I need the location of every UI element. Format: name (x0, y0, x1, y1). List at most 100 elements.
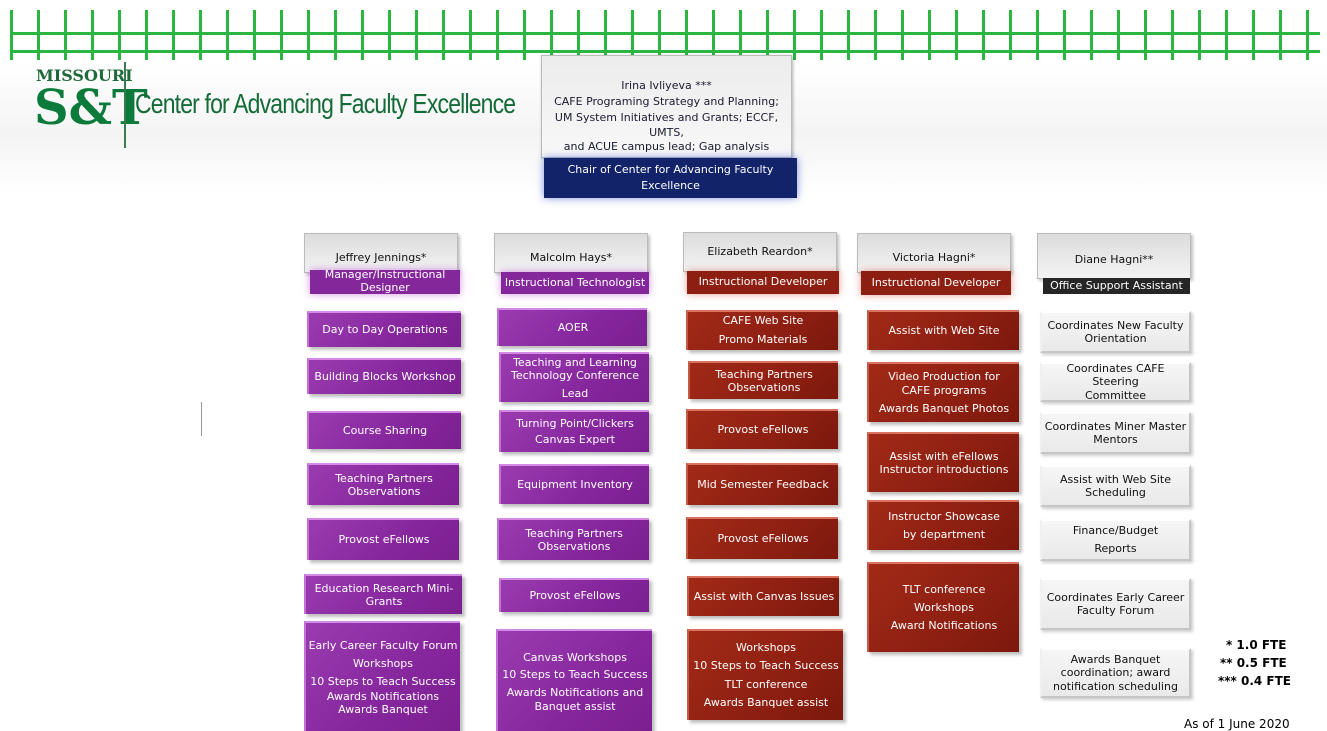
task-line: Awards Banquet (1070, 653, 1161, 667)
task-line: Awards Notifications (326, 690, 440, 704)
task-box: Workshops 10 Steps to Teach Success TLT … (687, 629, 843, 720)
task-box: Equipment Inventory (499, 464, 649, 504)
task-line: 10 Steps to Teach Success (310, 674, 456, 688)
task-line: Awards Banquet assist (703, 695, 829, 709)
task-line: Coordinates New Faculty (1047, 318, 1184, 332)
task-line: Course Sharing (342, 423, 428, 437)
staff-name-card: Diane Hagni** (1037, 233, 1191, 279)
staff-role-bar: Manager/Instructional Designer (310, 268, 460, 294)
task-line: Technology Conference (511, 368, 639, 382)
staff-role-line: Designer (360, 281, 410, 294)
task-line: Awards Notifications and (506, 685, 644, 699)
staff-name-card: Elizabeth Reardon* (683, 232, 837, 272)
staff-role-bar: Instructional Developer (861, 271, 1011, 295)
task-line: Canvas Expert (535, 433, 615, 446)
task-line: Equipment Inventory (517, 477, 633, 491)
staff-name: Elizabeth Reardon* (707, 244, 813, 258)
header-grid-decoration (10, 10, 1320, 60)
task-line: Observations (537, 540, 611, 553)
task-line: CAFE Web Site (722, 314, 804, 328)
task-line: TLT conference (902, 582, 986, 596)
task-line: Canvas Workshops (523, 650, 627, 664)
task-line: Teaching Partners (715, 367, 813, 381)
task-line: Orientation (1084, 332, 1147, 345)
task-line: Assist with Web Site (888, 323, 1000, 337)
task-box: Education Research Mini-Grants (304, 574, 462, 614)
task-line: Workshops (735, 641, 796, 655)
divider-line (201, 402, 202, 436)
staff-role-line: Office Support Assistant (1050, 278, 1183, 292)
task-line: Provost eFellows (338, 532, 430, 546)
staff-name: Malcolm Hays* (529, 250, 613, 264)
task-line: Assist with eFellows (889, 449, 999, 463)
task-line: Coordinates Miner Master (1044, 419, 1187, 433)
chair-line: CAFE Programing Strategy and Planning; (554, 95, 779, 109)
logo-missouri-text: MISSOURI (36, 66, 133, 85)
task-line: Provost eFellows (717, 531, 809, 545)
task-line: coordination; award (1060, 666, 1171, 680)
staff-role-line: Instructional Technologist (504, 275, 646, 289)
staff-name: Victoria Hagni* (892, 250, 976, 264)
chair-title-bar: Chair of Center for Advancing Faculty Ex… (544, 158, 797, 198)
task-box: Provost eFellows (686, 409, 838, 449)
task-line: Teaching and Learning (513, 355, 637, 369)
task-line: Teaching Partners (525, 526, 623, 540)
task-line: Assist with Web Site (1059, 472, 1171, 486)
task-line: Early Career Faculty Forum (308, 639, 458, 653)
task-line: Video Production for (888, 370, 1000, 384)
task-line: Instructor Showcase (888, 510, 1000, 524)
task-line: Mid Semester Feedback (697, 477, 829, 491)
task-line: Provost eFellows (717, 422, 809, 436)
task-box: Assist with Canvas Issues (687, 576, 839, 616)
staff-role-bar: Instructional Developer (687, 271, 839, 294)
staff-name-card: Malcolm Hays* (494, 233, 648, 273)
task-box: Course Sharing (307, 411, 461, 449)
task-box: AOER (497, 308, 647, 346)
staff-role-line: Instructional Developer (698, 275, 828, 289)
logo-st: S&T (34, 80, 148, 136)
task-line: Faculty Forum (1076, 604, 1155, 617)
task-line: 10 Steps to Teach Success (693, 659, 839, 673)
chair-title-text: Chair of Center for Advancing Faculty Ex… (567, 162, 774, 193)
task-box: TLT conference Workshops Award Notificat… (867, 562, 1019, 652)
staff-role-line: Manager/Instructional (324, 268, 446, 282)
task-line: Awards Banquet Photos (878, 401, 1010, 415)
task-line: Workshops (913, 600, 974, 614)
task-line: Instructor introductions (879, 463, 1009, 476)
task-box: Provost eFellows (686, 517, 838, 559)
task-line: Education Research Mini- (314, 581, 454, 595)
task-line: Turning Point/Clickers (516, 417, 634, 431)
task-line: Banquet assist (534, 700, 616, 714)
logo-divider (124, 62, 126, 148)
staff-role-bar: Instructional Technologist (501, 272, 649, 294)
fte-legend: * 1.0 FTE ** 0.5 FTE *** 0.4 FTE (1218, 636, 1291, 690)
task-box: Building Blocks Workshop (307, 358, 461, 394)
chair-line: UM System Initiatives and Grants; ECCF, … (554, 110, 779, 139)
task-line: AOER (557, 320, 589, 334)
task-line: CAFE programs (901, 384, 987, 398)
task-line: notification scheduling (1053, 679, 1178, 693)
staff-name: Jeffrey Jennings* (335, 250, 427, 264)
task-line: Lead (561, 387, 589, 401)
task-box: Early Career Faculty Forum Workshops 10 … (304, 621, 460, 731)
chair-line: Irina Ivliyeva *** (621, 78, 712, 92)
as-of-date: As of 1 June 2020 (1184, 717, 1290, 731)
legend-entry: ** 0.5 FTE (1219, 656, 1287, 670)
task-line: Day to Day Operations (322, 322, 448, 336)
legend-entry: * 1.0 FTE (1225, 638, 1287, 652)
task-box: Provost eFellows (307, 518, 459, 560)
task-line: Building Blocks Workshop (314, 369, 456, 383)
task-line: Committee (1084, 388, 1147, 402)
task-line: Coordinates Early Career (1046, 590, 1185, 604)
